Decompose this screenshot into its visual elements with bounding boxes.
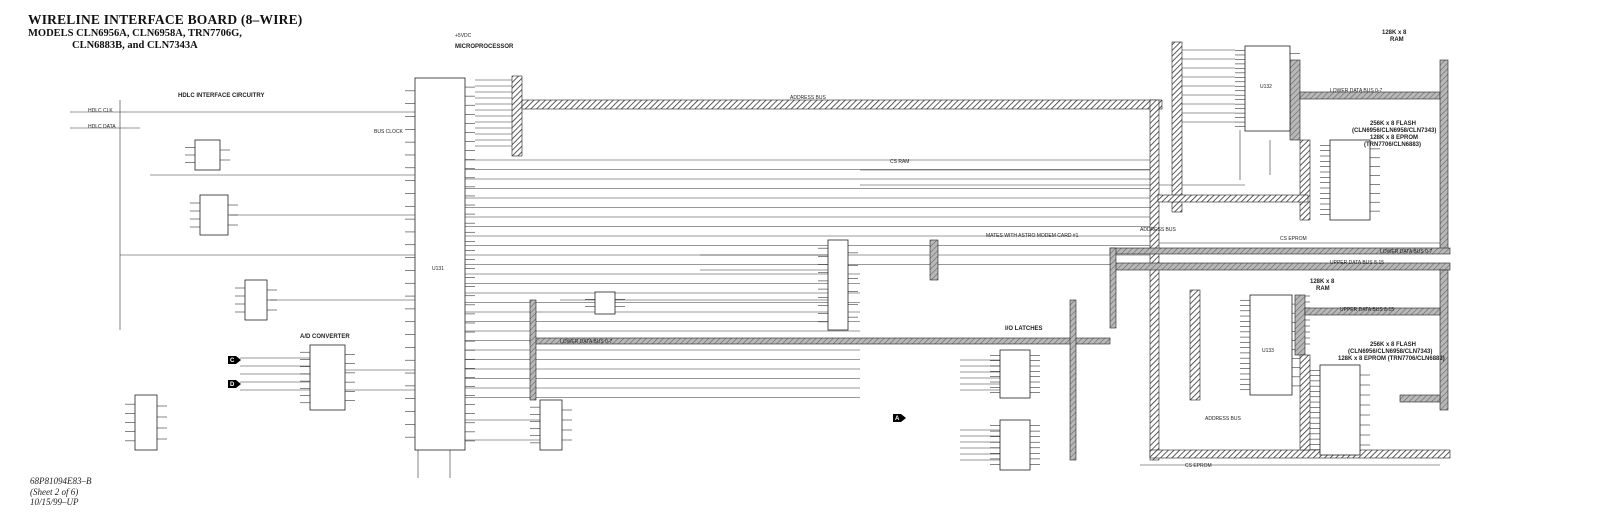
flash1-line1: 256K x 8 FLASH [1370,121,1416,127]
models-line-2: CLN6883B, and CLN7343A [72,40,198,51]
connector-d-label: D [230,382,235,388]
lower-data-bus-left-vertical [529,299,537,401]
ram1-chip [1244,45,1291,132]
ram2-type: RAM [1316,286,1330,292]
vcc-label: +5VDC [455,33,472,39]
hdlc-data-label: HDLC DATA [88,124,116,130]
bus-clock-label: BUS CLOCK [374,129,404,135]
microprocessor-label: MICROPROCESSOR [455,44,514,50]
ram1-type: RAM [1390,37,1404,43]
hdlc-mux [244,279,268,321]
mates-with-label: MATES WITH ASTRO MODEM CARD #1 [986,233,1079,239]
pio-chip [827,239,849,331]
lower-data-bus-left [529,337,1111,345]
buses [511,41,1451,461]
microprocessor-ref: U131 [432,266,444,272]
flash2-line3: 128K x 8 EPROM (TRN7706/CLN6883) [1338,356,1445,362]
lower-data-bus-label-top: LOWER DATA BUS 0-7 [1330,88,1383,94]
chips [134,45,1371,471]
address-bus [521,99,1163,110]
flash1-line4: (TRN7706/CLN6883) [1364,142,1421,148]
address-bus-label-3: ADDRESS BUS [1205,416,1242,422]
connector-d: D [228,380,241,388]
upper-data-bus-flash2 [1399,394,1441,403]
cs-eprom-label: CS EPROM [1280,236,1307,242]
connector-c-label: C [230,358,235,364]
io-latch-2 [999,419,1031,471]
flash2-line2: (CLN6956/CLN6958/CLN7343) [1348,349,1432,355]
flash1-address-connector [1299,139,1311,221]
ram2-ref: U133 [1262,348,1274,354]
ram2-data-connector [1294,294,1306,356]
adc-chip [309,344,346,411]
reset-chip [134,394,158,451]
schematic-title-block: WIRELINE INTERFACE BOARD (8–WIRE) MODELS… [28,12,303,52]
connector-c: C [228,356,241,364]
ram1-ref: U132 [1260,84,1272,90]
ram2-size: 128K x 8 [1310,279,1335,285]
hdlc-counter [199,194,229,236]
hdlc-clk-label: HDLC CLK [88,108,113,114]
upper-data-bus-label: UPPER DATA BUS 8-15 [1330,260,1384,266]
revision-date: 10/15/99–UP [30,497,79,507]
document-notes: 68P81094E83–B (Sheet 2 of 6) 10/15/99–UP [30,476,92,508]
address-bus-vertical [1149,99,1160,461]
upper-data-bus-label-ram2: UPPER DATA BUS 8-15 [1340,307,1394,313]
connector-a: A [893,414,906,422]
upper-data-bus-right [1439,269,1449,411]
address-bus-flash1 [1157,194,1309,203]
cs-ram-label: CS RAM [890,159,909,165]
hdlc-label: HDLC INTERFACE CIRCUITRY [178,93,264,99]
ram1-address-connector [1171,41,1183,213]
flash1-chip [1329,139,1371,221]
io-latch-1 [999,349,1031,399]
lower-data-bus-label-left: LOWER DATA BUS 0-7 [560,339,613,345]
address-bus-label-2: ADDRESS BUS [1140,227,1177,233]
lower-data-bus-drop [1109,247,1117,329]
io-latches-label: I/O LATCHES [1005,326,1043,332]
lower-data-bus-right [1439,59,1449,251]
upper-data-bus [1114,262,1451,271]
cs-eprom-label-2: CS EPROM [1185,463,1212,469]
flash2-chip [1319,364,1361,456]
flash2-line1: 256K x 8 FLASH [1370,342,1416,348]
connector-a-label: A [895,416,900,422]
flash1-line2: (CLN6956/CLN6958/CLN7343) [1352,128,1436,134]
upper-data-bus-ram2 [1304,307,1441,316]
hdlc-flipflop [194,139,221,171]
adc-label: A/D CONVERTER [300,334,350,340]
sheet-number: (Sheet 2 of 6) [30,486,79,497]
ram1-data-connector [1289,59,1301,141]
io-data-bus [1069,299,1077,461]
doc-number: 68P81094E83–B [30,476,92,486]
ram1-size: 128K x 8 [1382,30,1407,36]
address-bus-bottom [1149,449,1451,459]
schematic-title: WIRELINE INTERFACE BOARD (8–WIRE) [28,12,303,27]
ram2-chip [1249,294,1293,396]
flash2-address-connector [1299,354,1311,451]
models-line-1: MODELS CLN6956A, CLN6958A, TRN7706G, [28,28,242,39]
wires [70,49,1440,478]
buffer-chip [539,399,563,451]
lower-data-bus-io [929,239,939,281]
address-bus-connector [511,75,523,157]
flash1-line3: 128K x 8 EPROM [1370,135,1418,141]
microprocessor-chip [414,77,466,451]
optocoupler [594,291,616,315]
lower-data-bus-label-mid: LOWER DATA BUS 0-7 [1380,249,1433,255]
ram2-address-connector [1189,289,1201,401]
address-bus-label: ADDRESS BUS [790,95,827,101]
